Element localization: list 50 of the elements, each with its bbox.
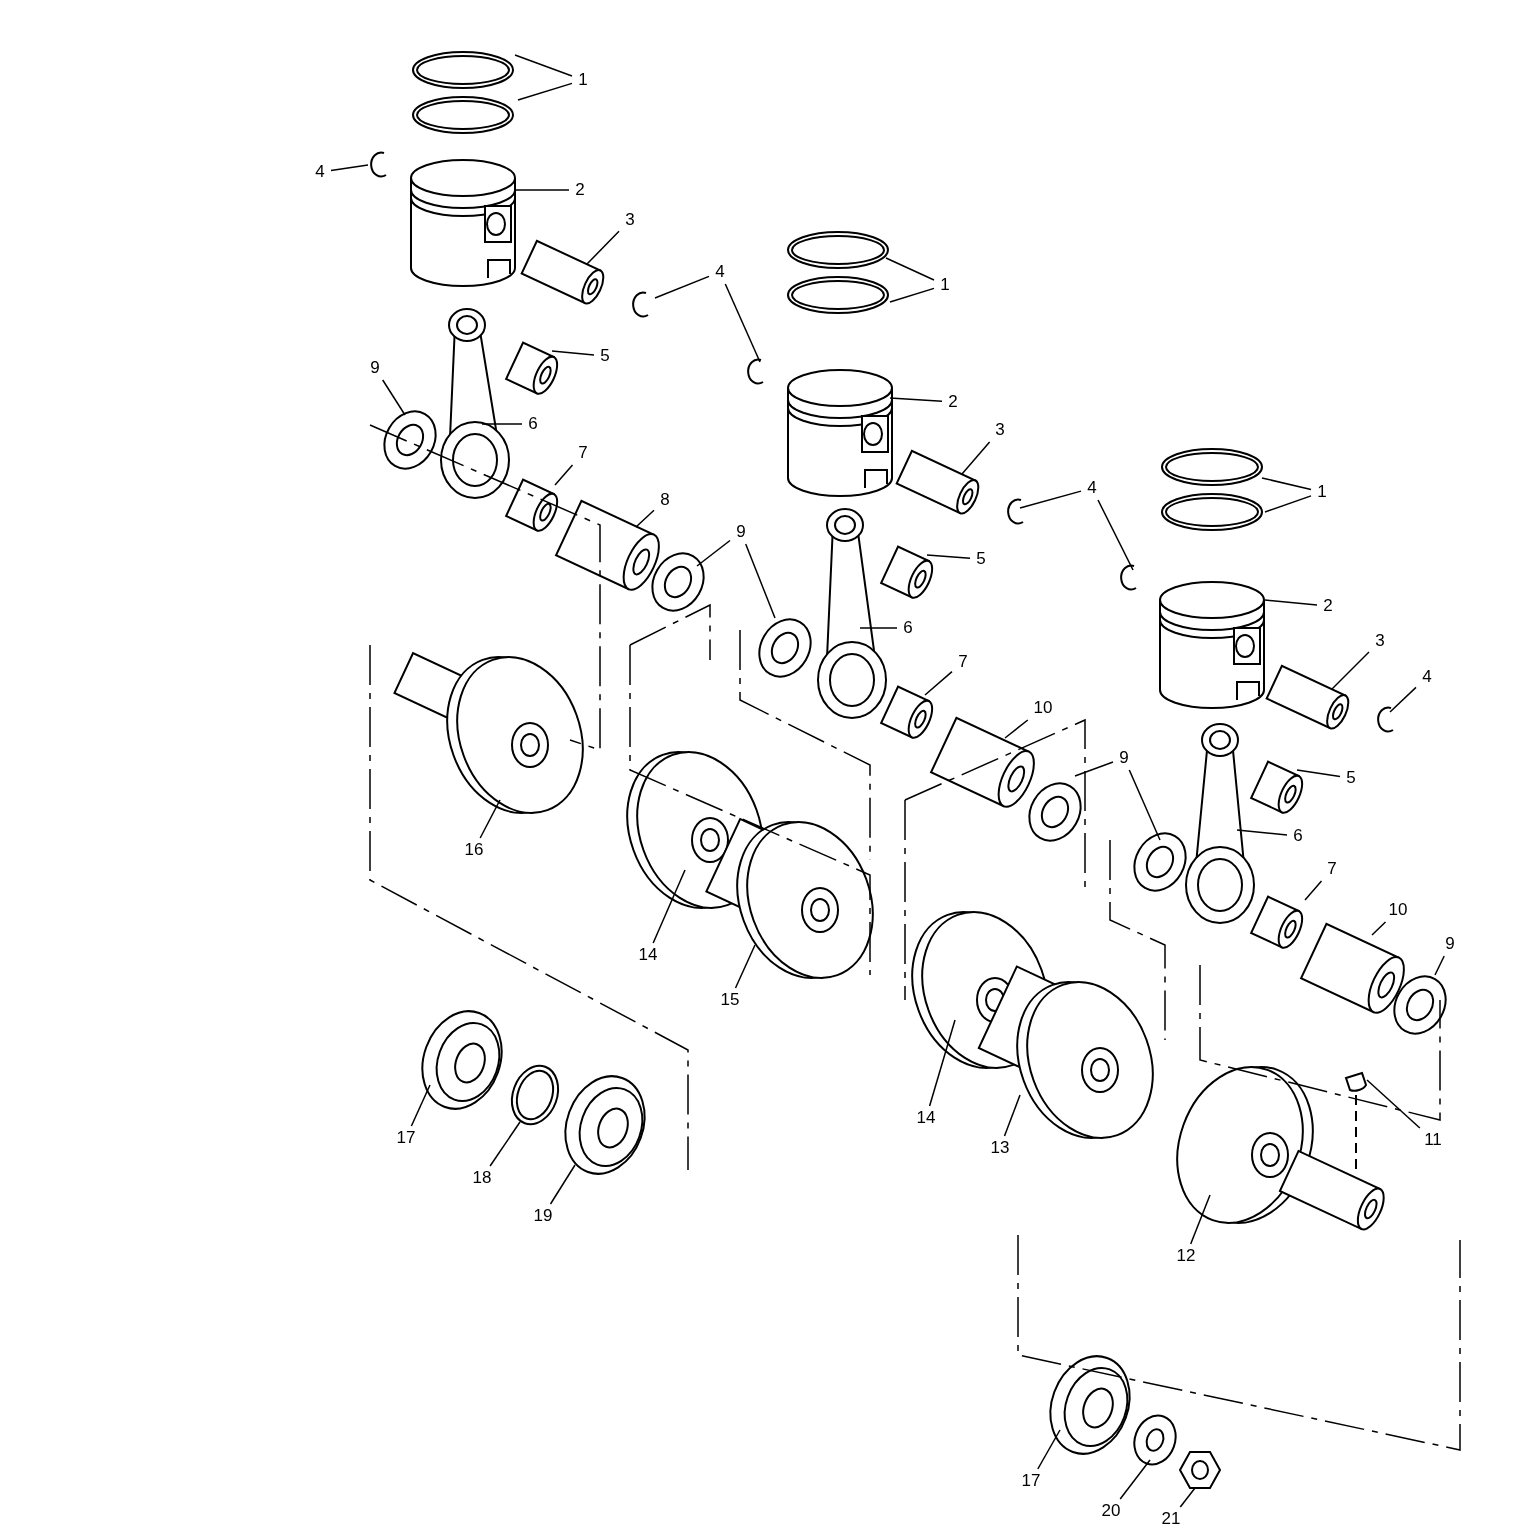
leader-line [724, 283, 761, 363]
leader-line [1037, 1429, 1061, 1470]
leader-line [1296, 769, 1341, 778]
leader-line [1074, 761, 1114, 777]
leader-line [479, 799, 501, 839]
leader-line [514, 54, 573, 77]
leader-line [586, 230, 620, 265]
leader-line [1434, 955, 1445, 976]
leader-line [410, 1084, 431, 1127]
leader-line [885, 257, 935, 281]
leader-line [924, 670, 953, 696]
leader-line [744, 543, 776, 619]
leader-line [330, 164, 369, 172]
leader-line [1371, 921, 1387, 936]
leader-line [381, 379, 406, 416]
leader-line [1304, 880, 1323, 901]
leader-line [549, 1164, 576, 1205]
leader-line [654, 275, 710, 299]
leader-line [889, 287, 935, 303]
leader-line [1119, 1459, 1151, 1500]
leader-line [1264, 495, 1312, 513]
leader-line [1189, 1194, 1211, 1245]
leader-line [652, 869, 686, 944]
leader-line [859, 627, 898, 629]
leader-line [1097, 499, 1134, 571]
leader-line [734, 944, 756, 989]
leader-line [961, 441, 991, 475]
leader-line [517, 82, 573, 101]
woodruff-key [1345, 1072, 1367, 1092]
leader-line [889, 397, 943, 403]
leader-line [1003, 1094, 1021, 1137]
leader-line [1264, 599, 1318, 606]
leader-line [554, 464, 574, 486]
leader-line [514, 189, 570, 191]
leader-line [926, 554, 971, 559]
leader-line [1366, 1079, 1421, 1129]
leader-line [1261, 477, 1312, 491]
leader-line [1004, 719, 1029, 739]
leader-line [1236, 829, 1288, 836]
leader-line [481, 423, 523, 425]
leader-line [1331, 651, 1370, 690]
leader-line [696, 539, 731, 567]
leader-line [1179, 1487, 1196, 1508]
leader-line [551, 350, 595, 356]
leader-line [635, 509, 655, 528]
leader-line [1019, 490, 1082, 509]
leader-line [1128, 769, 1161, 841]
leader-line [489, 1121, 521, 1167]
leader-line [1389, 686, 1417, 713]
leader-line [928, 1019, 956, 1107]
